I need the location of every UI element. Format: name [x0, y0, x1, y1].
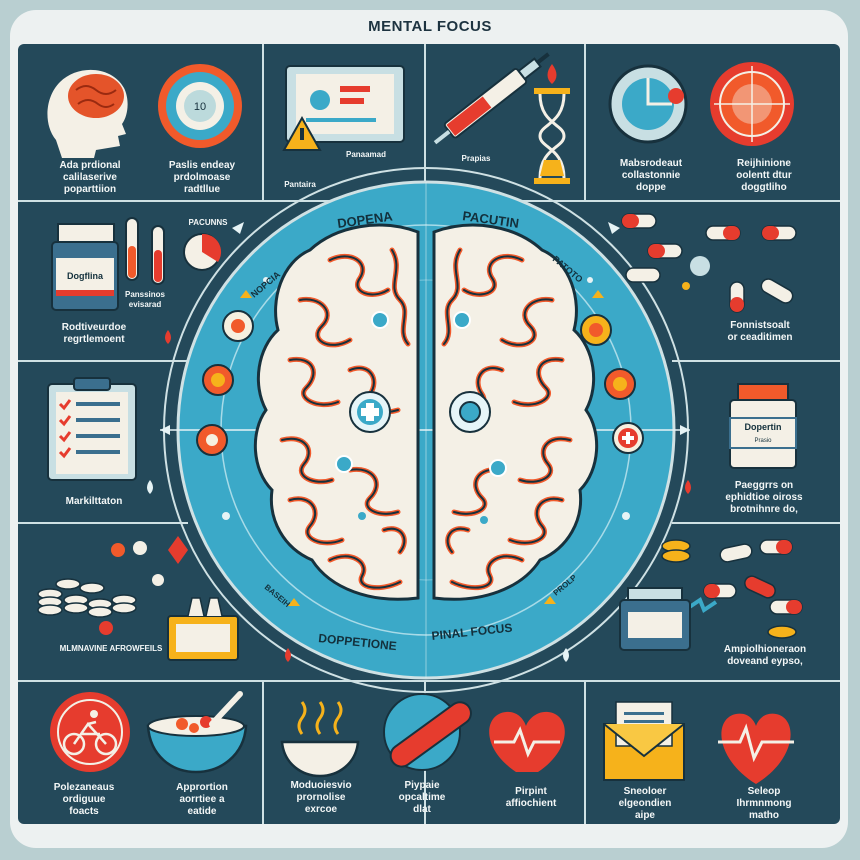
bottle-label: Dogflina	[67, 271, 104, 281]
label-bottom-1: Polezaneaus ordiguue foacts	[53, 782, 115, 817]
ring-node-left-1	[222, 310, 254, 342]
ring-node-left-3	[196, 424, 228, 456]
test-tube-icon	[125, 217, 165, 285]
warning-icon	[282, 115, 322, 151]
brain-nodes	[335, 311, 507, 524]
grid-line-mid2	[18, 522, 188, 524]
label-top-3b: Pantaira	[284, 180, 316, 189]
label-bottom-3: Moduoiesvio prornolise exrcoe	[290, 780, 352, 815]
grid-line-mid1r	[672, 360, 840, 362]
grid-line-mid1	[18, 360, 188, 362]
label-top-5: Mabsrodeaut collastonnie doppe	[619, 158, 683, 193]
label-left-1: Rodtiveurdoe regrtlemoent	[61, 322, 127, 345]
label-left-3-strip: MLMNAVINE AFROWFEILS	[59, 644, 163, 653]
coins-icon	[37, 536, 188, 618]
plus-ring-right-icon	[612, 422, 644, 454]
medicine-bottle-icon	[51, 223, 119, 311]
arrow-tr-icon	[608, 222, 620, 234]
bottle-right-sublabel: Prasio	[754, 438, 772, 444]
grid-vline-4	[262, 680, 264, 824]
arrow-right-icon	[680, 425, 690, 435]
steam-bowl-icon	[280, 701, 360, 778]
ring-node-right-1	[580, 314, 612, 346]
clipboard-checklist-icon	[47, 377, 137, 481]
ring-node-left-2	[202, 364, 234, 396]
syringe-icon	[433, 52, 550, 145]
label-bottom-4: Piypaie opcaltime dlat	[398, 780, 446, 815]
grid-vline-2	[424, 44, 426, 200]
label-top-3: Panaamad	[345, 150, 387, 159]
label-top-4: Prapias	[461, 154, 491, 163]
label-right-1: Fonnistsoalt or ceaditimen	[727, 320, 793, 343]
grid-line-mid2r	[672, 522, 840, 524]
drop-markers	[147, 64, 691, 662]
jar-icon	[167, 597, 239, 661]
label-top-1: Ada prdional calilaserive poparttiion	[59, 160, 121, 195]
page-title: MENTAL FOCUS	[368, 18, 492, 35]
heart-pulse-icon	[489, 711, 565, 772]
hourglass-dna-icon	[534, 88, 570, 184]
arrow-left-icon	[160, 425, 170, 435]
label-top-6: Reijhinione oolentt dtur doggtliho	[736, 158, 792, 193]
mixed-icon	[383, 693, 472, 771]
head-brain-icon	[47, 69, 128, 158]
ring-node-right-2	[604, 368, 636, 400]
heart-monitor-icon	[718, 713, 794, 784]
pie-icon	[183, 233, 222, 271]
label-bottom-5: Pirpint affiochient	[505, 786, 557, 809]
label-bottom-7: Seleop Ihrmnmong matho	[736, 786, 792, 821]
grid-vline-3	[584, 44, 586, 200]
arrow-tl-icon	[232, 222, 244, 234]
label-left-1-tag: PACUNNS	[188, 218, 228, 227]
envelope-icon	[603, 701, 685, 781]
label-right-2: Paeggrrs on ephidtioe oiross brotnihnre …	[725, 480, 803, 515]
label-bottom-2: Apprortion aorrtiee a eatide	[176, 782, 228, 817]
label-left-1-sub: Panssinos evisarad	[124, 290, 165, 309]
bowl-icon	[146, 691, 248, 774]
label-bottom-6: Sneoloer elgeondien aipe	[618, 786, 672, 821]
supplement-jar-icon	[619, 587, 691, 651]
target-icon	[710, 62, 794, 146]
bottle-right-label: Dopertin	[745, 422, 782, 432]
pill-icon	[621, 213, 803, 639]
small-gear-icon	[99, 621, 113, 635]
monitor-icon	[285, 65, 405, 143]
label-left-2: Markilttaton	[65, 496, 123, 507]
lens-icon	[608, 64, 688, 144]
target-clock-badge: 10	[194, 101, 206, 113]
bicycle-icon	[50, 692, 130, 772]
grid-vline-1	[262, 44, 264, 200]
bottle-icon	[729, 383, 797, 469]
label-top-2: Paslis endeay prdolmoase radtllue	[168, 160, 236, 195]
target-clock-icon	[158, 64, 242, 148]
label-right-3: Ampiolhioneraon doveand eypso,	[723, 644, 807, 667]
grid-line-bottom	[18, 680, 840, 682]
grid-vline-6	[584, 680, 586, 824]
